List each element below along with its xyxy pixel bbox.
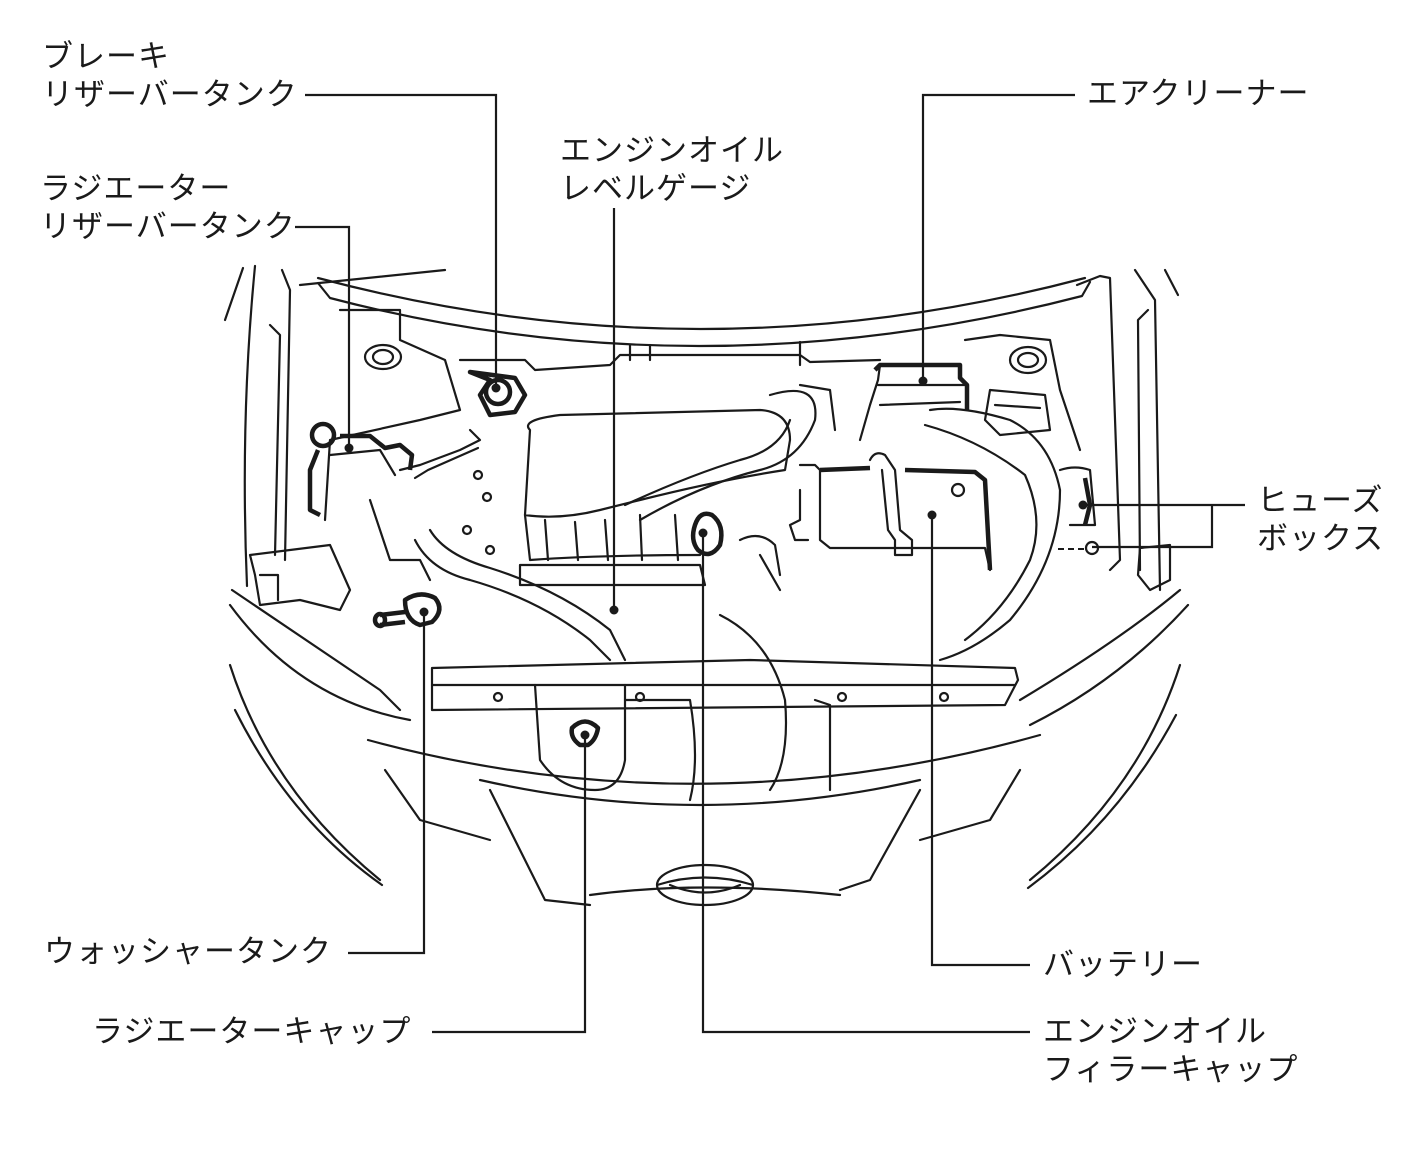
label-oil-filler-cap: エンジンオイル フィラーキャップ [1043, 1013, 1298, 1089]
leader-air-cleaner [921, 93, 1075, 381]
hood-outline [298, 268, 1092, 348]
label-oil-level-gauge: エンジンオイル レベルゲージ [560, 132, 784, 208]
washer-tank [372, 592, 442, 629]
label-line: ラジエーター [40, 171, 232, 207]
leader-washer-tank [348, 612, 426, 955]
oil-filler-cap [690, 511, 724, 557]
label-line: ラジエーターキャップ [92, 1014, 412, 1050]
label-fuse-box: ヒューズ ボックス [1257, 482, 1384, 558]
label-line: バッテリー [1043, 947, 1203, 983]
fuse-box [1058, 466, 1100, 556]
wiring-center [718, 534, 788, 792]
battery [788, 452, 993, 572]
label-line: リザーバータンク [42, 77, 298, 113]
label-line: ブレーキ [42, 39, 170, 75]
label-radiator-cap: ラジエーターキャップ [92, 1013, 411, 1051]
radiator-reservoir [307, 421, 415, 518]
label-line: リザーバータンク [40, 209, 296, 245]
leader-oil-filler-cap [701, 533, 1030, 1034]
leader-lines [295, 93, 1245, 1034]
leader-radiator-reservoir [295, 225, 351, 448]
label-line: フィラーキャップ [1043, 1052, 1299, 1088]
engine-cover [518, 408, 792, 587]
leader-battery [930, 515, 1030, 967]
label-brake-reservoir: ブレーキ リザーバータンク [42, 38, 298, 114]
radiator-support [430, 658, 1020, 802]
leader-brake-reservoir [305, 93, 498, 388]
label-line: ウォッシャータンク [44, 934, 332, 970]
label-washer-tank: ウォッシャータンク [44, 933, 332, 971]
label-line: エアクリーナー [1087, 76, 1310, 112]
strut-tower-right [963, 333, 1082, 452]
label-air-cleaner: エアクリーナー [1087, 75, 1309, 113]
label-radiator-reservoir: ラジエーター リザーバータンク [40, 170, 296, 246]
left-fender [223, 264, 412, 722]
air-cleaner [858, 362, 970, 442]
leader-fuse-box [1083, 503, 1245, 549]
leader-radiator-cap [432, 735, 587, 1034]
hoses-left [368, 428, 627, 662]
label-line: レベルゲージ [560, 171, 752, 207]
label-battery: バッテリー [1043, 946, 1203, 984]
coolant-hose-right [923, 388, 1062, 662]
label-line: エンジンオイル [560, 133, 784, 169]
label-line: エンジンオイル [1043, 1014, 1267, 1050]
right-fender [1018, 268, 1190, 727]
label-line: ヒューズ [1257, 483, 1384, 519]
intake-duct [623, 383, 837, 522]
label-line: ボックス [1257, 521, 1385, 557]
brake-reservoir [467, 369, 528, 418]
strut-tower-left [323, 308, 462, 522]
outer-body-curves [228, 663, 1182, 890]
